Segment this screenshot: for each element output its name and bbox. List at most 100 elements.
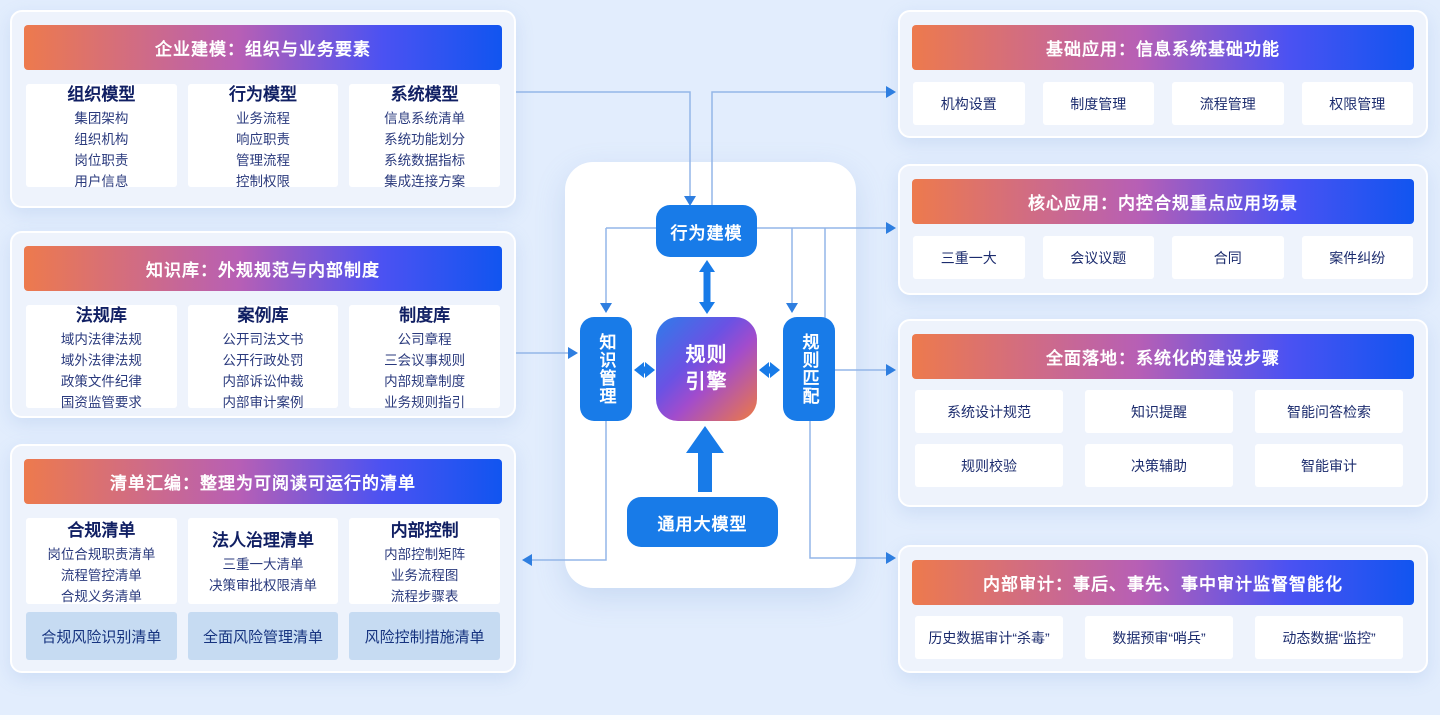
card-item: 系统数据指标 <box>384 152 466 168</box>
node-label: 知识管理 <box>596 333 616 405</box>
node-label: 行为建模 <box>670 223 743 243</box>
card-item: 流程管控清单 <box>60 567 142 583</box>
item-box: 流程管理 <box>1172 82 1284 125</box>
item-box: 决策辅助 <box>1085 444 1233 487</box>
item-box: 合同 <box>1172 236 1284 279</box>
footer-row: 合规风险识别清单 全面风险管理清单 风险控制措施清单 <box>26 612 501 660</box>
card-item: 三重一大清单 <box>222 557 304 572</box>
panel-title: 清单汇编：整理为可阅读可运行的清单 <box>110 474 416 493</box>
card-item: 岗位合规职责清单 <box>47 546 156 562</box>
card-system-model: 系统模型 信息系统清单 系统功能划分 系统数据指标 集成连接方案 <box>349 84 501 189</box>
card-title: 组织模型 <box>67 84 136 104</box>
rule-engine-node: 规则 引擎 <box>656 317 757 421</box>
card-item: 公开司法文书 <box>222 331 304 347</box>
card-row: 法规库 域内法律法规 域外法律法规 政策文件纪律 国资监管要求 案例库 公开司法… <box>26 305 501 410</box>
card-item: 系统功能划分 <box>384 131 466 147</box>
panel-title: 全面落地：系统化的建设步骤 <box>1046 349 1280 368</box>
node-label: 通用大模型 <box>657 514 748 534</box>
card-title: 法规库 <box>75 305 127 325</box>
item-row: 三重一大 会议议题 合同 案件纠纷 <box>913 236 1413 279</box>
item-box: 智能问答检索 <box>1255 390 1403 433</box>
card-item: 集成连接方案 <box>384 173 466 189</box>
panel-header: 清单汇编：整理为可阅读可运行的清单 <box>24 459 502 504</box>
panel-header: 企业建模：组织与业务要素 <box>24 25 502 70</box>
panel-title: 核心应用：内控合规重点应用场景 <box>1028 194 1298 213</box>
item-row: 规则校验 决策辅助 智能审计 <box>915 444 1411 487</box>
node-label: 规则匹配 <box>799 333 819 405</box>
item-box: 制度管理 <box>1042 82 1154 125</box>
item-box: 会议议题 <box>1042 236 1154 279</box>
node-label-line2: 引擎 <box>685 371 728 393</box>
panel-header: 内部审计：事后、事先、事中审计监督智能化 <box>912 560 1414 605</box>
item-box: 知识提醒 <box>1085 390 1233 433</box>
card-item: 业务流程 <box>236 110 290 126</box>
card-row: 合规清单 岗位合规职责清单 流程管控清单 合规义务清单 法人治理清单 三重一大清… <box>26 518 501 604</box>
item-box: 三重一大 <box>913 236 1025 279</box>
card-item: 用户信息 <box>74 173 129 189</box>
panel-header: 知识库：外规规范与内部制度 <box>24 246 502 291</box>
card-law-library: 法规库 域内法律法规 域外法律法规 政策文件纪律 国资监管要求 <box>26 305 177 410</box>
card-governance-checklist: 法人治理清单 三重一大清单 决策审批权限清单 <box>187 518 339 604</box>
item-box: 动态数据“监控” <box>1255 616 1403 659</box>
panel-title: 企业建模：组织与业务要素 <box>155 40 371 59</box>
panel-enterprise-modeling: 企业建模：组织与业务要素 组织模型 集团架构 组织机构 岗位职责 用户信息 行为… <box>10 10 516 208</box>
card-item: 三会议事规则 <box>384 352 466 368</box>
card-item: 内部控制矩阵 <box>384 546 466 562</box>
item-box: 智能审计 <box>1255 444 1403 487</box>
general-llm-node: 通用大模型 <box>627 497 778 547</box>
item-box: 规则校验 <box>915 444 1063 487</box>
bottom-strip <box>0 715 1440 720</box>
item-row: 系统设计规范 知识提醒 智能问答检索 <box>915 390 1411 433</box>
card-title: 合规清单 <box>67 520 136 540</box>
card-title: 系统模型 <box>390 84 459 104</box>
item-box: 案件纠纷 <box>1301 236 1413 279</box>
footer-box: 全面风险管理清单 <box>187 612 339 660</box>
panel-internal-audit: 内部审计：事后、事先、事中审计监督智能化 历史数据审计“杀毒” 数据预审“哨兵”… <box>898 545 1428 673</box>
card-policy-library: 制度库 公司章程 三会议事规则 内部规章制度 业务规则指引 <box>349 305 501 410</box>
item-box: 权限管理 <box>1301 82 1413 125</box>
rule-matching-node: 规则匹配 <box>783 317 835 421</box>
card-compliance-checklist: 合规清单 岗位合规职责清单 流程管控清单 合规义务清单 <box>26 518 177 604</box>
card-internal-control: 内部控制 内部控制矩阵 业务流程图 流程步骤表 <box>349 518 501 604</box>
card-item: 公司章程 <box>397 331 452 347</box>
card-item: 公开行政处罚 <box>222 352 304 368</box>
behavior-modeling-node: 行为建模 <box>656 205 757 257</box>
card-item: 政策文件纪律 <box>60 373 142 389</box>
item-box: 系统设计规范 <box>915 390 1063 433</box>
card-title: 行为模型 <box>229 84 297 104</box>
panel-title: 知识库：外规规范与内部制度 <box>146 261 380 280</box>
panel-full-implementation: 全面落地：系统化的建设步骤 系统设计规范 知识提醒 智能问答检索 规则校验 决策… <box>898 319 1428 507</box>
item-box: 机构设置 <box>913 82 1025 125</box>
card-item: 信息系统清单 <box>384 110 466 126</box>
card-item: 国资监管要求 <box>60 394 142 410</box>
footer-box: 风险控制措施清单 <box>349 612 501 660</box>
card-item: 岗位职责 <box>74 152 129 168</box>
card-row: 组织模型 集团架构 组织机构 岗位职责 用户信息 行为模型 业务流程 响应职责 … <box>26 84 501 189</box>
card-item: 集团架构 <box>74 110 129 126</box>
panel-basic-applications: 基础应用：信息系统基础功能 机构设置 制度管理 流程管理 权限管理 <box>898 10 1428 138</box>
card-title: 案例库 <box>237 305 289 325</box>
card-item: 业务规则指引 <box>384 394 466 410</box>
card-title: 制度库 <box>399 305 451 325</box>
node-label-line1: 规则 <box>685 344 728 366</box>
card-behavior-model: 行为模型 业务流程 响应职责 管理流程 控制权限 <box>187 84 339 189</box>
card-item: 域外法律法规 <box>60 352 142 368</box>
card-item: 响应职责 <box>236 131 290 147</box>
item-box: 历史数据审计“杀毒” <box>915 616 1063 659</box>
card-item: 决策审批权限清单 <box>209 578 317 593</box>
card-item: 内部规章制度 <box>384 373 466 389</box>
card-item: 业务流程图 <box>390 567 459 583</box>
card-item: 域内法律法规 <box>60 331 142 347</box>
card-item: 组织机构 <box>74 131 129 147</box>
panel-knowledge-base: 知识库：外规规范与内部制度 法规库 域内法律法规 域外法律法规 政策文件纪律 国… <box>10 231 516 418</box>
card-item: 内部审计案例 <box>222 394 304 410</box>
card-case-library: 案例库 公开司法文书 公开行政处罚 内部诉讼仲裁 内部审计案例 <box>187 305 339 410</box>
panel-header: 核心应用：内控合规重点应用场景 <box>912 179 1414 224</box>
panel-header: 全面落地：系统化的建设步骤 <box>912 334 1414 379</box>
panel-header: 基础应用：信息系统基础功能 <box>912 25 1414 70</box>
card-item: 控制权限 <box>236 173 290 189</box>
panel-checklist-compilation: 清单汇编：整理为可阅读可运行的清单 合规清单 岗位合规职责清单 流程管控清单 合… <box>10 444 516 673</box>
card-org-model: 组织模型 集团架构 组织机构 岗位职责 用户信息 <box>26 84 177 189</box>
